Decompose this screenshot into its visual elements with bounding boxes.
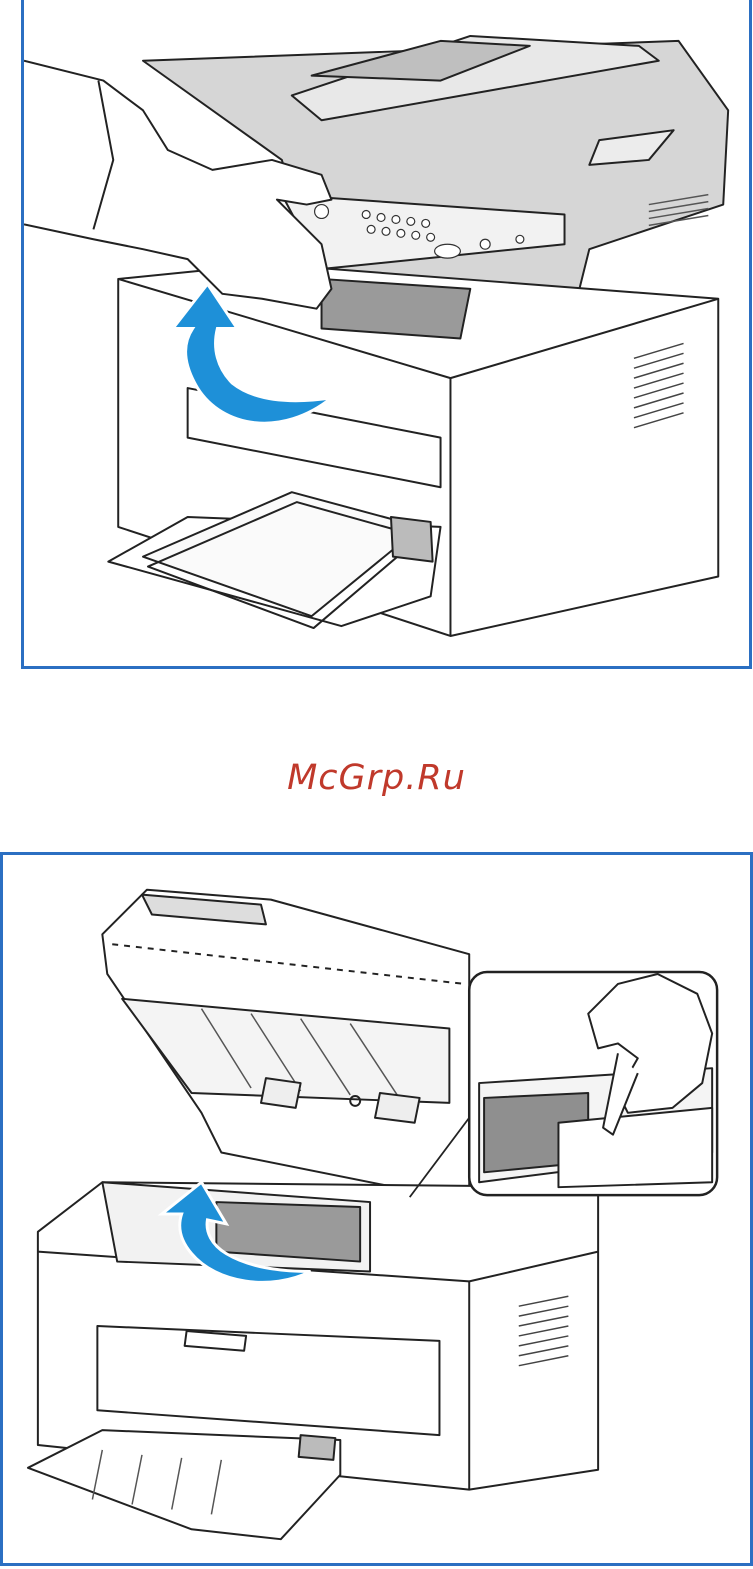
paper-tray: [28, 1430, 340, 1539]
watermark: McGrp.Ru: [0, 758, 753, 798]
illustration-open-scanner: [21, 0, 752, 669]
illustration-remove-paper: [0, 852, 753, 1566]
printer-illustration-bottom: [3, 855, 750, 1563]
printer-illustration-top: [24, 0, 749, 666]
